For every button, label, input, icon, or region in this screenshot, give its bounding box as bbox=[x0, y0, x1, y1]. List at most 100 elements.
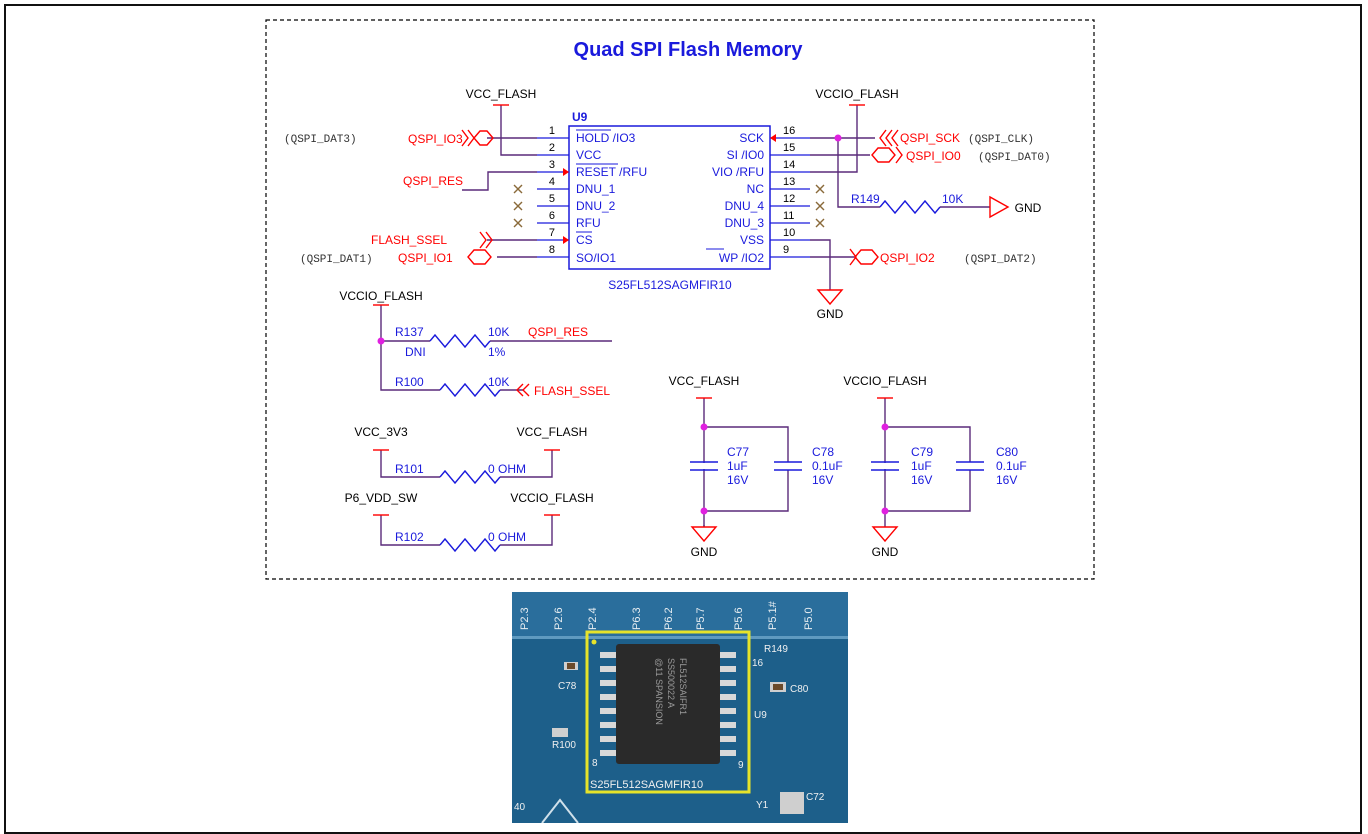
net-alias: (QSPI_CLK) bbox=[968, 134, 1034, 146]
pin-name: RESET /RFU bbox=[576, 165, 647, 179]
wires bbox=[380, 105, 990, 546]
net-alias: (QSPI_DAT3) bbox=[284, 134, 357, 146]
capacitor-voltage: 16V bbox=[812, 473, 833, 487]
resistor-value: 0 OHM bbox=[488, 530, 526, 544]
silk-r100: R100 bbox=[552, 740, 576, 751]
net-label-qspi-res: QSPI_RES bbox=[403, 174, 463, 188]
net-label-vcc-flash: VCC_FLASH bbox=[517, 425, 588, 439]
pin-name: SCK bbox=[739, 131, 764, 145]
pin-name: DNU_3 bbox=[725, 216, 765, 230]
silk-y1: Y1 bbox=[756, 800, 769, 811]
schematic: Quad SPI Flash Memory U9 S25FL512SAGMFIR… bbox=[265, 19, 1095, 580]
silk-label: P5.1# bbox=[767, 600, 779, 630]
pin-name: SO/IO1 bbox=[576, 251, 616, 265]
chip-marking: @11 SPANSION bbox=[654, 658, 664, 725]
pin-number: 10 bbox=[783, 227, 795, 239]
schematic-title: Quad SPI Flash Memory bbox=[574, 39, 804, 61]
pin-name: VCC bbox=[576, 148, 602, 162]
capacitor-voltage: 16V bbox=[727, 473, 748, 487]
chip-marking: SS500022 A bbox=[666, 658, 676, 708]
pin-name: RFU bbox=[576, 216, 601, 230]
net-label-vccio-flash: VCCIO_FLASH bbox=[510, 491, 593, 505]
pin-number: 16 bbox=[783, 125, 795, 137]
schematic-border bbox=[265, 19, 1095, 580]
pin-number: 13 bbox=[783, 176, 795, 188]
net-alias: (QSPI_DAT2) bbox=[964, 254, 1037, 266]
pin-number: 3 bbox=[549, 159, 555, 171]
silk-label: P5.7 bbox=[695, 607, 707, 630]
silk-u9: U9 bbox=[754, 710, 767, 721]
pin-name: VSS bbox=[740, 233, 764, 247]
pin-number: 11 bbox=[783, 210, 794, 222]
net-label-qspi-io1: QSPI_IO1 bbox=[398, 251, 453, 265]
net-label-qspi-io0: QSPI_IO0 bbox=[906, 149, 961, 163]
resistor-ref: R101 bbox=[395, 462, 424, 476]
net-label-gnd: GND bbox=[1015, 201, 1042, 215]
silk-label: P6.3 bbox=[631, 607, 643, 630]
net-label-gnd: GND bbox=[691, 545, 718, 559]
pin-number: 5 bbox=[549, 193, 555, 205]
flash-chip-body bbox=[616, 644, 720, 764]
silk-label: P6.2 bbox=[663, 607, 675, 630]
silk-label: P2.6 bbox=[553, 607, 565, 630]
pin-number: 1 bbox=[549, 125, 555, 137]
pin-name: SI /IO0 bbox=[727, 148, 765, 162]
silk-40: 40 bbox=[514, 802, 526, 813]
gnd-symbols bbox=[690, 195, 1010, 543]
net-label-vcc-flash: VCC_FLASH bbox=[669, 374, 740, 388]
pin-name: NC bbox=[747, 182, 765, 196]
pin-number: 15 bbox=[783, 142, 795, 154]
pin-name: DNU_4 bbox=[725, 199, 765, 213]
silk-part-number: S25FL512SAGMFIR10 bbox=[590, 779, 703, 791]
net-alias: (QSPI_DAT1) bbox=[300, 254, 373, 266]
resistor-ref: R149 bbox=[851, 192, 880, 206]
net-label-qspi-res: QSPI_RES bbox=[528, 325, 588, 339]
resistor-zigzags bbox=[429, 199, 941, 553]
ic-body bbox=[568, 125, 771, 270]
net-label-flash-ssel: FLASH_SSEL bbox=[371, 233, 447, 247]
net-label-gnd: GND bbox=[872, 545, 899, 559]
right-pin-lines bbox=[770, 137, 810, 258]
capacitor-ref: C80 bbox=[996, 445, 1018, 459]
pin-name: WP /IO2 bbox=[719, 251, 764, 265]
pin-name: VIO /RFU bbox=[712, 165, 764, 179]
capacitor-voltage: 16V bbox=[996, 473, 1017, 487]
pin-name: CS bbox=[576, 233, 593, 247]
net-alias: (QSPI_DAT0) bbox=[978, 152, 1051, 164]
pin-number: 9 bbox=[783, 244, 789, 256]
pin-number: 2 bbox=[549, 142, 555, 154]
resistor-tolerance: 1% bbox=[488, 345, 506, 359]
capacitor-ref: C77 bbox=[727, 445, 749, 459]
pin-number: 7 bbox=[549, 227, 555, 239]
capacitor-plates bbox=[690, 461, 984, 471]
silk-c80: C80 bbox=[790, 684, 809, 695]
capacitor-voltage: 16V bbox=[911, 473, 932, 487]
resistor-note: DNI bbox=[405, 345, 426, 359]
resistor-ref: R102 bbox=[395, 530, 424, 544]
pin-number: 6 bbox=[549, 210, 555, 222]
resistor-value: 10K bbox=[488, 325, 509, 339]
net-label-vccio-flash: VCCIO_FLASH bbox=[339, 289, 422, 303]
silk-label: P5.0 bbox=[803, 607, 815, 630]
net-label-gnd: GND bbox=[817, 307, 844, 321]
silk-pin9: 9 bbox=[738, 760, 744, 771]
junction-dots bbox=[377, 134, 889, 515]
capacitor-value: 0.1uF bbox=[812, 459, 843, 473]
silk-label: P2.3 bbox=[519, 607, 531, 630]
port-flags bbox=[461, 129, 903, 397]
resistor-value: 10K bbox=[942, 192, 963, 206]
pin-number: 4 bbox=[549, 176, 555, 188]
silk-pin16: 16 bbox=[752, 658, 764, 669]
net-label-vcc-flash: VCC_FLASH bbox=[466, 87, 537, 101]
silk-label: P2.4 bbox=[587, 607, 599, 630]
left-pin-lines bbox=[537, 137, 569, 258]
capacitor-ref: C79 bbox=[911, 445, 933, 459]
net-label-vccio-flash: VCCIO_FLASH bbox=[815, 87, 898, 101]
pin-name: DNU_1 bbox=[576, 182, 616, 196]
chip-marking: FL512SAIFR1 bbox=[678, 658, 688, 715]
pin-number: 12 bbox=[783, 193, 795, 205]
silk-label: P5.6 bbox=[733, 607, 745, 630]
pcb-photo: P2.3 P2.6 P2.4 P6.3 P6.2 P5.7 P5.6 P5.1#… bbox=[512, 592, 848, 823]
net-label-qspi-sck: QSPI_SCK bbox=[900, 131, 960, 145]
net-label-qspi-io2: QSPI_IO2 bbox=[880, 251, 935, 265]
